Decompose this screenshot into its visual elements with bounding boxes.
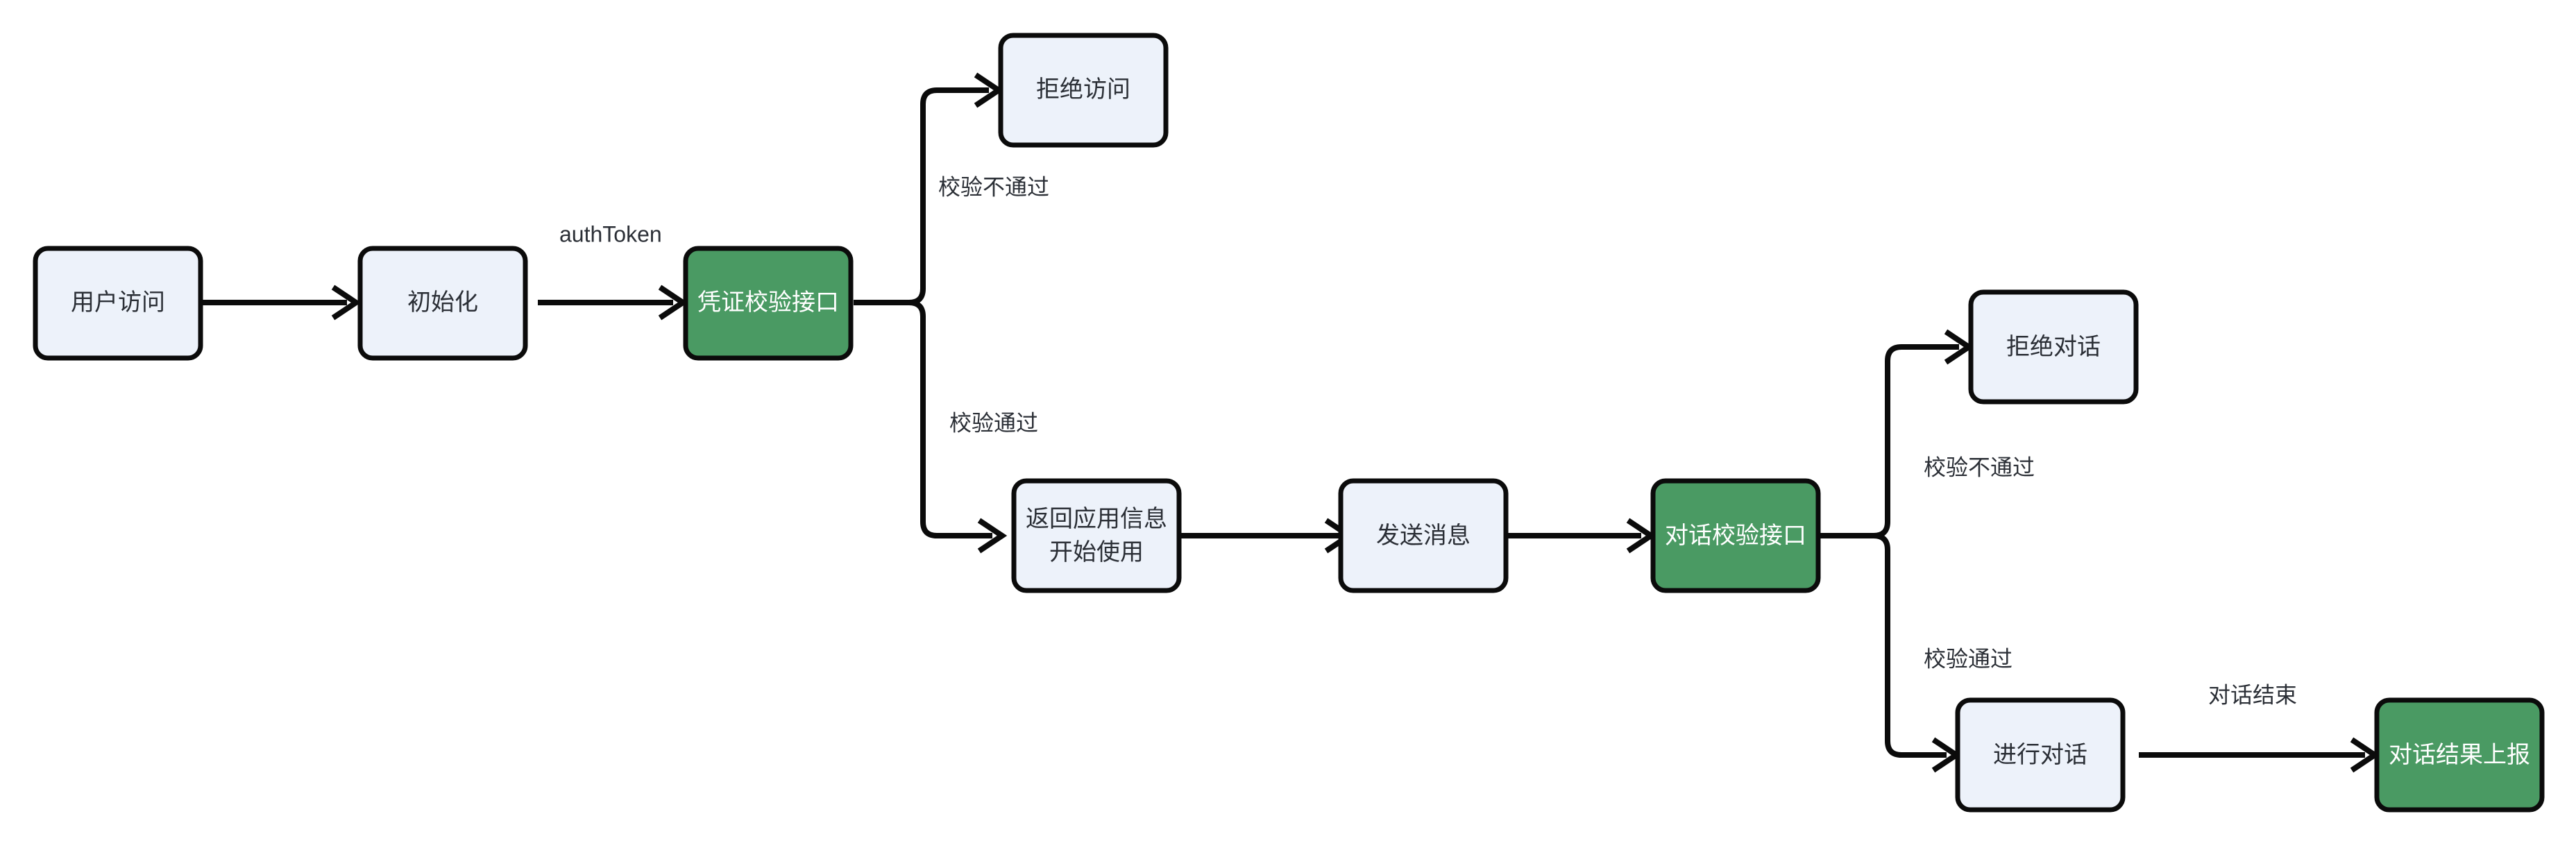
edge-label-dialog-end: 对话结束 — [2208, 682, 2297, 707]
node-box[interactable] — [33, 246, 203, 361]
node-box[interactable] — [1011, 478, 1182, 593]
node-report-result[interactable]: 对话结果上报 — [2374, 697, 2545, 813]
edge-credential-verify-to-return-app-info: 校验通过 — [854, 300, 1038, 554]
edge-label-authtoken: authToken — [559, 221, 662, 246]
node-label-deny-access: 拒绝访问 — [1036, 76, 1130, 103]
arrowhead-icon — [658, 284, 688, 321]
edge-init-to-credential-verify: authToken — [538, 221, 688, 321]
node-box[interactable] — [357, 246, 528, 361]
node-do-dialog[interactable]: 进行对话 — [1955, 697, 2126, 813]
edge-return-app-info-to-send-message — [1180, 518, 1355, 554]
node-label-dialog-verify: 对话校验接口 — [1665, 523, 1806, 549]
node-return-app-info[interactable]: 返回应用信息 开始使用 — [1011, 478, 1182, 593]
node-label-deny-dialog: 拒绝对话 — [2006, 334, 2101, 360]
node-send-message[interactable]: 发送消息 — [1338, 478, 1509, 593]
node-label-credential-verify: 凭证校验接口 — [697, 289, 839, 316]
edge-user-access-to-init — [202, 284, 362, 321]
node-deny-access[interactable]: 拒绝访问 — [998, 33, 1169, 148]
edge-line — [854, 300, 992, 538]
node-box[interactable] — [998, 33, 1169, 148]
node-label-user-access: 用户访问 — [71, 289, 165, 316]
node-dialog-verify[interactable]: 对话校验接口 — [1650, 478, 1821, 593]
edge-label-verify-failed-1: 校验不通过 — [938, 174, 1049, 199]
node-deny-dialog[interactable]: 拒绝对话 — [1968, 289, 2139, 405]
node-box[interactable] — [1338, 478, 1509, 593]
node-label-do-dialog: 进行对话 — [1993, 742, 2087, 768]
node-box[interactable] — [1955, 697, 2126, 813]
node-label-return-app-info-line2: 开始使用 — [1049, 539, 1144, 566]
arrowhead-icon — [977, 518, 1008, 554]
node-user-access[interactable]: 用户访问 — [33, 246, 203, 361]
edge-label-verify-passed-1: 校验通过 — [949, 410, 1038, 435]
node-box[interactable] — [2374, 697, 2545, 813]
node-init[interactable]: 初始化 — [357, 246, 528, 361]
node-label-init: 初始化 — [407, 289, 478, 316]
edge-do-dialog-to-report-result: 对话结束 — [2139, 682, 2380, 773]
edge-line — [1818, 344, 1959, 538]
node-box[interactable] — [683, 246, 854, 361]
node-box[interactable] — [1968, 289, 2139, 405]
edge-line — [1818, 533, 1947, 758]
edge-label-verify-passed-2: 校验通过 — [1924, 646, 2012, 671]
node-credential-verify[interactable]: 凭证校验接口 — [683, 246, 854, 361]
node-label-return-app-info-line1: 返回应用信息 — [1026, 506, 1167, 532]
node-label-send-message: 发送消息 — [1376, 523, 1471, 549]
edge-send-message-to-dialog-verify — [1506, 518, 1656, 554]
arrowhead-icon — [331, 284, 362, 321]
edge-label-verify-failed-2: 校验不通过 — [1924, 455, 2035, 479]
node-label-report-result: 对话结果上报 — [2389, 742, 2530, 768]
node-box[interactable] — [1650, 478, 1821, 593]
